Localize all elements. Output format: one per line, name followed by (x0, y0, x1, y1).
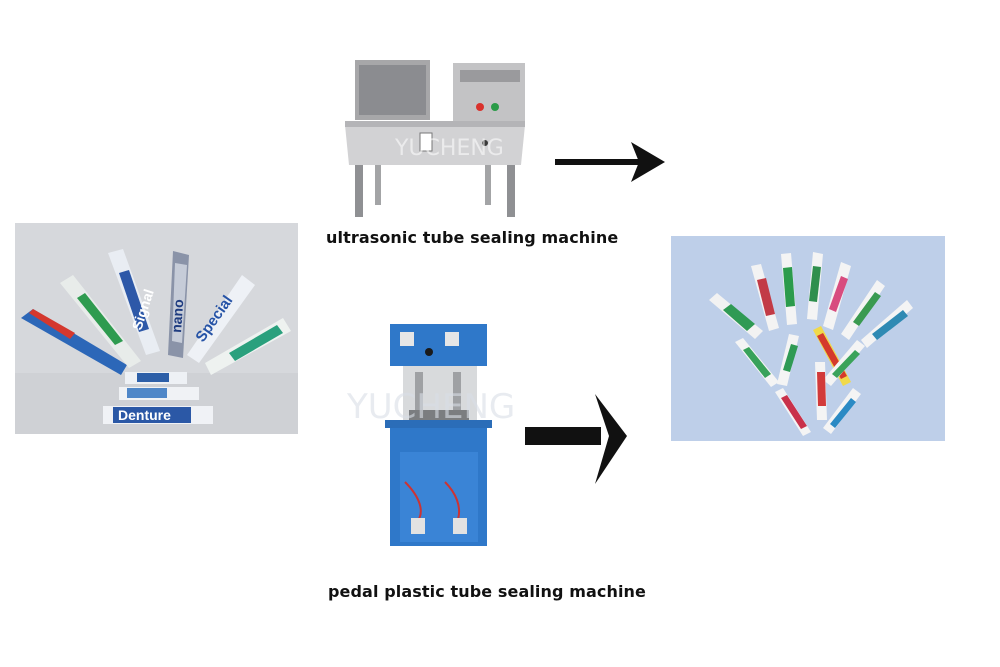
tube-label-denture: Denture (118, 407, 171, 423)
pedal-machine-photo: YUCHENG (345, 322, 545, 547)
ultrasonic-machine-photo: YUCHENG (335, 55, 535, 220)
tube-green (60, 275, 141, 368)
sealed-tubes-photo (671, 236, 945, 441)
tube-signal: Signal (108, 249, 160, 355)
caption-pedal: pedal plastic tube sealing machine (328, 582, 646, 601)
sealed-tube (777, 334, 799, 386)
sealed-tube (823, 262, 851, 330)
caption-ultrasonic: ultrasonic tube sealing machine (326, 228, 619, 247)
empty-tubes-photo: Signal nano Special Denture (15, 223, 298, 434)
tube-teal (205, 318, 291, 375)
sealed-tube (823, 388, 861, 434)
tube-small-2 (119, 387, 199, 400)
tube-nano: nano (168, 251, 189, 358)
sealed-tube (823, 340, 865, 386)
sealed-tube (815, 362, 827, 420)
tube-red-blue (21, 309, 127, 375)
right-arrow-icon (523, 392, 629, 486)
watermark-bottom: YUCHENG (346, 387, 515, 427)
sealed-tube (709, 293, 763, 339)
sealed-tube (841, 280, 885, 340)
tube-label-nano: nano (168, 299, 186, 333)
tube-denture: Denture (103, 406, 213, 424)
sealed-tube (861, 300, 913, 348)
watermark-top: YUCHENG (394, 136, 504, 161)
sealed-tube (735, 338, 779, 387)
tube-small-1 (125, 372, 187, 384)
right-arrow-icon (553, 140, 667, 184)
sealed-tube (751, 264, 779, 331)
sealed-tube (781, 253, 797, 325)
sealed-tube (807, 252, 823, 320)
sealed-tube (775, 388, 811, 436)
